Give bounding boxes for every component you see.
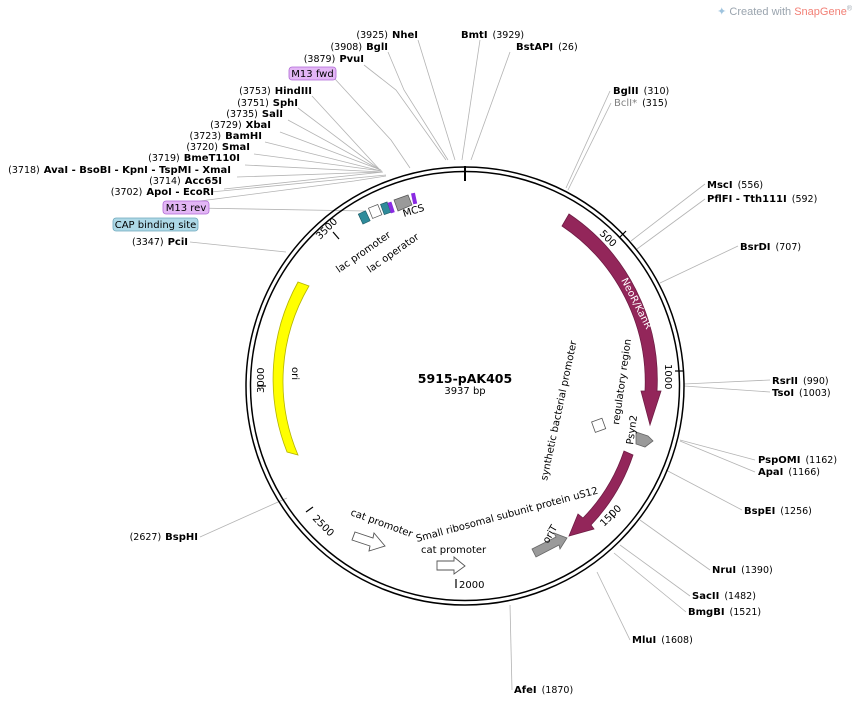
enzyme-sphi: (3751)SphI [237,98,298,109]
lac-operator-mark [380,201,392,216]
enzyme-hindiii: (3753)HindIII [239,86,312,97]
enzyme-apai: ApaI(1166) [758,467,820,478]
enzyme-pcii: (3347)PciI [132,237,188,248]
cat-promoter-arrow-2 [436,556,466,575]
enzyme-acc65i: (3714)Acc65I [149,176,222,187]
enzyme-pvui: (3879)PvuI [304,54,364,65]
psyn2-arrow [635,431,654,448]
tick-3000: 3000 [256,368,267,393]
regulatory-region-label: regulatory region [611,338,634,425]
enzyme-labels-left: (3925)NheI (3908)BglI (3879)PvuI (3753)H… [8,30,418,543]
enzyme-nrui: NruI(1390) [712,565,773,576]
leader-lines [189,39,771,691]
tick-1000: 1000 [662,364,673,389]
synthetic-promoter-box [591,417,607,433]
tick-marks [257,230,683,588]
credit-prefix: Created with [729,6,795,18]
ribosomal-protein-label: Small ribosomal subunit protein uS12 [415,486,599,545]
enzyme-apoi-ecori: (3702)ApoI - EcoRI [111,187,214,198]
enzyme-xbai: (3729)XbaI [210,120,271,131]
m13-fwd-box [288,66,337,81]
enzyme-bmti: BmtI(3929) [461,30,524,41]
m13-rev-label: M13 rev [166,203,207,214]
ori-label: ori [289,367,300,380]
lac-promoter-mark [368,204,383,219]
enzyme-msci: MscI(556) [707,180,763,191]
enzyme-tsoi: TsoI(1003) [772,388,831,399]
ori-arc [272,281,310,456]
tick-3500: 3500 [314,216,340,242]
enzyme-bsrdi: BsrDI(707) [740,242,801,253]
enzyme-sali: (3735)SalI [226,109,283,120]
enzyme-bmet110i: (3719)BmeT110I [148,153,240,164]
m13-rev-box [162,200,210,215]
enzyme-nhei: (3925)NheI [356,30,418,41]
enzyme-afei: AfeI(1870) [514,685,573,696]
mcs-arrow [393,194,413,212]
m13-rev-mark [387,201,395,214]
plasmid-name: 5915-pAK405 [418,371,512,386]
psyn2-label: Psyn2 [625,414,640,445]
credit-brand: SnapGene [794,6,847,18]
cap-binding-label: CAP binding site [115,220,197,231]
enzyme-labels-right: BmtI(3929) BstAPI(26) BglII(310) BclI*(3… [461,30,837,696]
credit-reg: ® [846,5,852,13]
enzyme-bamhi: (3723)BamHI [190,131,262,142]
snapgene-logo-icon: ✦ [717,6,727,18]
cat-promoter-label-2: cat promoter [421,545,487,556]
enzyme-bsphi: (2627)BspHI [130,532,198,543]
m13-fwd-label: M13 fwd [291,69,333,80]
enzyme-pspomi: PspOMI(1162) [758,455,837,466]
cap-binding-site-mark [357,210,371,225]
enzyme-pflfi-tth111i: PflFI - Tth111I(592) [707,194,817,205]
synthetic-promoter-label: synthetic bacterial promoter [539,339,580,482]
enzyme-rsrii: RsrII(990) [772,376,829,387]
plasmid-size: 3937 bp [444,386,485,397]
cat-promoter-arrow-1 [351,531,386,552]
enzyme-mlui: MluI(1608) [632,635,693,646]
tick-2500: 2500 [310,513,336,539]
enzyme-sacii: SacII(1482) [692,591,756,602]
enzyme-smai: (3720)SmaI [186,142,250,153]
enzyme-bglii: BglII(310) [613,86,669,97]
enzyme-bcli: BclI*(315) [614,98,668,109]
neor-kanr-arrow [561,213,662,427]
enzyme-avai-group: (3718)AvaI - BsoBI - KpnI - TspMI - XmaI [8,165,231,176]
enzyme-bspei: BspEI(1256) [744,506,812,517]
orit-arrow [531,532,568,558]
enzyme-bstapi: BstAPI(26) [516,42,578,53]
cap-binding-box [112,217,199,232]
enzyme-bmgbi: BmgBI(1521) [688,607,761,618]
snapgene-credit[interactable]: ✦ Created with SnapGene® [717,5,852,18]
m13-fwd-mark [411,192,418,205]
enzyme-bgli: (3908)BglI [330,42,388,53]
ribosomal-protein-arrow [568,450,634,537]
tick-2000: 2000 [459,580,484,591]
